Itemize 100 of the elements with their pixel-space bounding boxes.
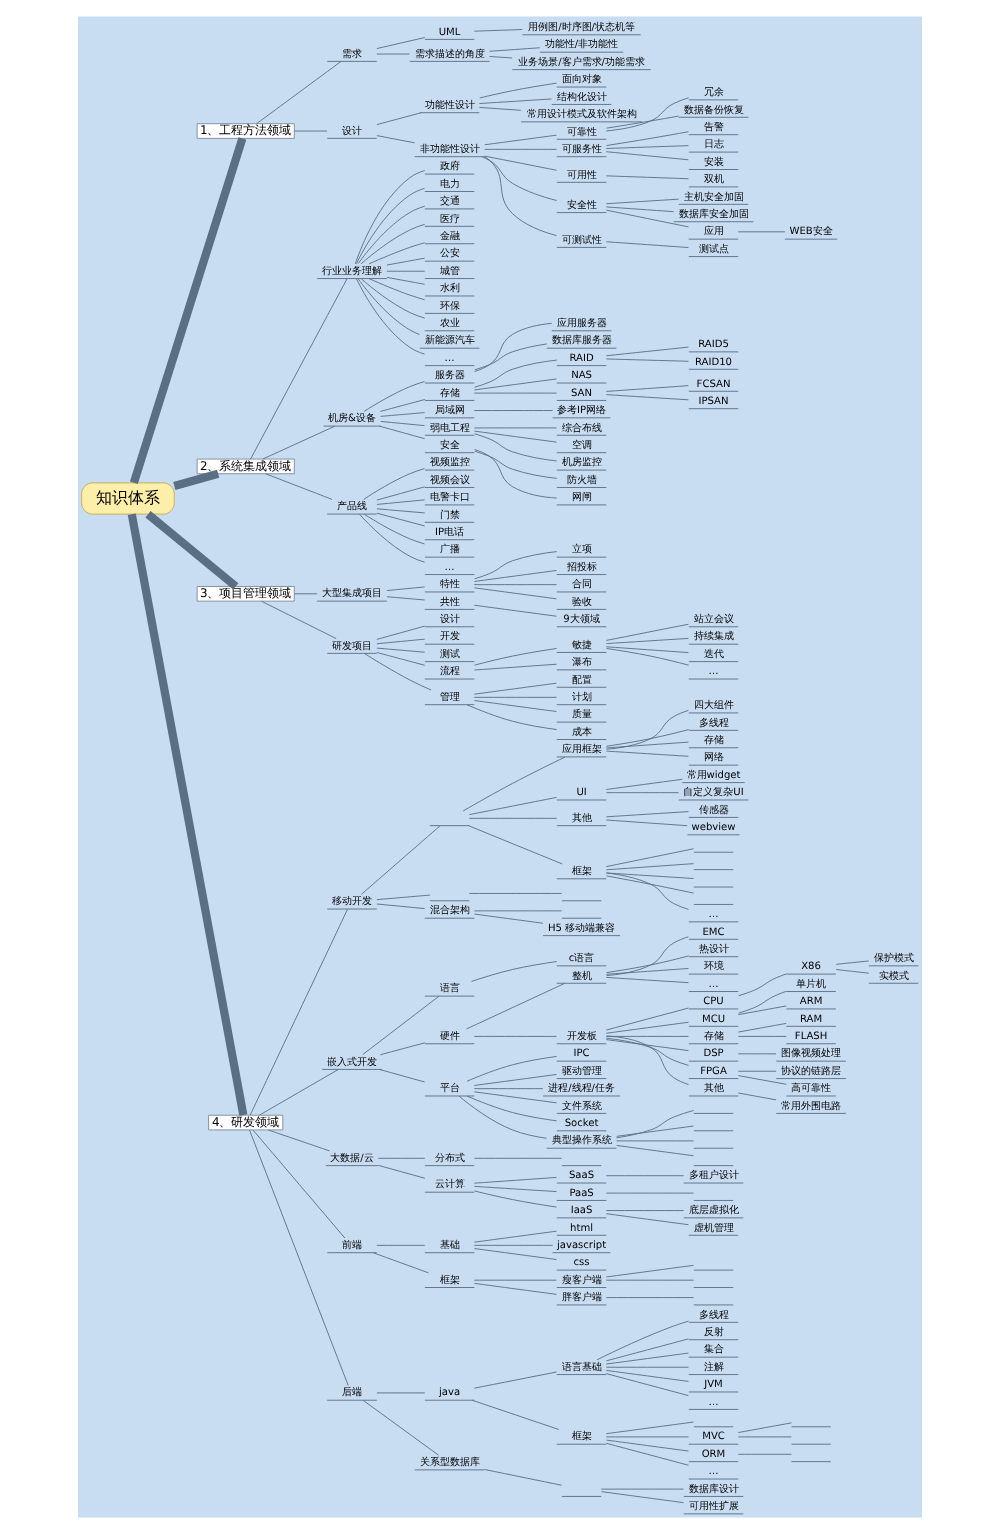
connector xyxy=(145,511,239,590)
connector xyxy=(379,399,426,412)
connector xyxy=(267,1129,330,1152)
connector xyxy=(360,278,426,319)
connector xyxy=(484,155,557,171)
connector xyxy=(605,811,689,818)
connector xyxy=(605,741,689,749)
connector xyxy=(605,872,694,879)
connector xyxy=(481,156,558,201)
connector xyxy=(606,115,680,129)
connector xyxy=(474,450,558,479)
connector xyxy=(605,1021,689,1034)
connector xyxy=(606,872,689,910)
connector xyxy=(600,1488,684,1490)
connector xyxy=(386,276,426,285)
node-line xyxy=(561,900,602,902)
connector xyxy=(357,278,420,335)
connector xyxy=(605,968,689,975)
connector xyxy=(737,1422,792,1433)
node-line xyxy=(429,900,470,902)
connector xyxy=(737,1092,777,1101)
connector xyxy=(474,648,557,666)
connector xyxy=(261,600,337,640)
connector xyxy=(605,1352,689,1365)
connector xyxy=(473,29,523,32)
connector xyxy=(473,1248,557,1260)
connector xyxy=(605,394,689,401)
connector xyxy=(606,875,695,894)
connector xyxy=(489,47,541,52)
connector xyxy=(737,1436,792,1438)
connector xyxy=(377,1164,426,1179)
connector xyxy=(478,106,522,111)
connector xyxy=(605,1192,694,1194)
node-line xyxy=(693,1165,734,1167)
connector xyxy=(605,1366,689,1368)
connector xyxy=(484,134,557,146)
node-line xyxy=(693,904,734,905)
connector xyxy=(368,278,426,301)
connector xyxy=(376,499,426,505)
connector xyxy=(469,796,558,816)
connector xyxy=(473,910,563,912)
connector xyxy=(605,151,689,161)
connector xyxy=(473,427,557,429)
connector xyxy=(360,223,426,265)
connector xyxy=(605,1436,689,1438)
connector xyxy=(605,1279,694,1281)
connector xyxy=(605,646,689,654)
connector xyxy=(484,148,557,150)
connector xyxy=(376,647,426,653)
connector xyxy=(473,1035,557,1037)
connector xyxy=(606,710,689,750)
node-line xyxy=(693,886,734,888)
connector xyxy=(386,596,426,601)
connector xyxy=(249,908,348,1116)
connector xyxy=(127,513,248,1116)
connector xyxy=(615,1110,695,1139)
connector xyxy=(605,792,680,794)
connector xyxy=(386,586,426,591)
connector xyxy=(258,1069,339,1116)
node-line xyxy=(561,1165,602,1167)
connector xyxy=(376,512,426,527)
connector xyxy=(605,848,694,868)
connector xyxy=(473,1074,557,1086)
connector xyxy=(473,1176,557,1184)
connector xyxy=(466,982,565,1030)
connector xyxy=(354,170,426,265)
connector xyxy=(474,343,548,371)
connector xyxy=(376,53,410,55)
connector xyxy=(378,1068,426,1083)
connector xyxy=(605,637,689,645)
connector xyxy=(473,1230,557,1243)
connector xyxy=(605,1439,689,1452)
connector xyxy=(737,1035,787,1037)
connector xyxy=(364,653,432,691)
connector xyxy=(376,1392,426,1394)
connector xyxy=(606,729,690,747)
node-line xyxy=(693,1426,734,1428)
connector xyxy=(376,894,431,901)
connector xyxy=(359,513,425,563)
connector xyxy=(462,756,566,812)
connector xyxy=(605,385,689,392)
connector xyxy=(605,346,689,357)
connector xyxy=(249,1129,349,1386)
connector xyxy=(376,486,426,501)
connector xyxy=(606,131,689,147)
connector xyxy=(737,1022,787,1033)
connector xyxy=(376,112,422,126)
connector xyxy=(362,1399,439,1456)
connector xyxy=(605,358,689,362)
connector xyxy=(386,270,426,272)
node-line xyxy=(790,1426,832,1428)
connector xyxy=(605,198,680,205)
connector xyxy=(473,1282,557,1295)
connector xyxy=(380,412,426,417)
connector xyxy=(737,1053,777,1055)
connector xyxy=(473,430,557,443)
connector xyxy=(473,696,557,698)
node-line xyxy=(790,1443,832,1445)
connector xyxy=(616,1145,694,1157)
connector xyxy=(376,625,426,640)
